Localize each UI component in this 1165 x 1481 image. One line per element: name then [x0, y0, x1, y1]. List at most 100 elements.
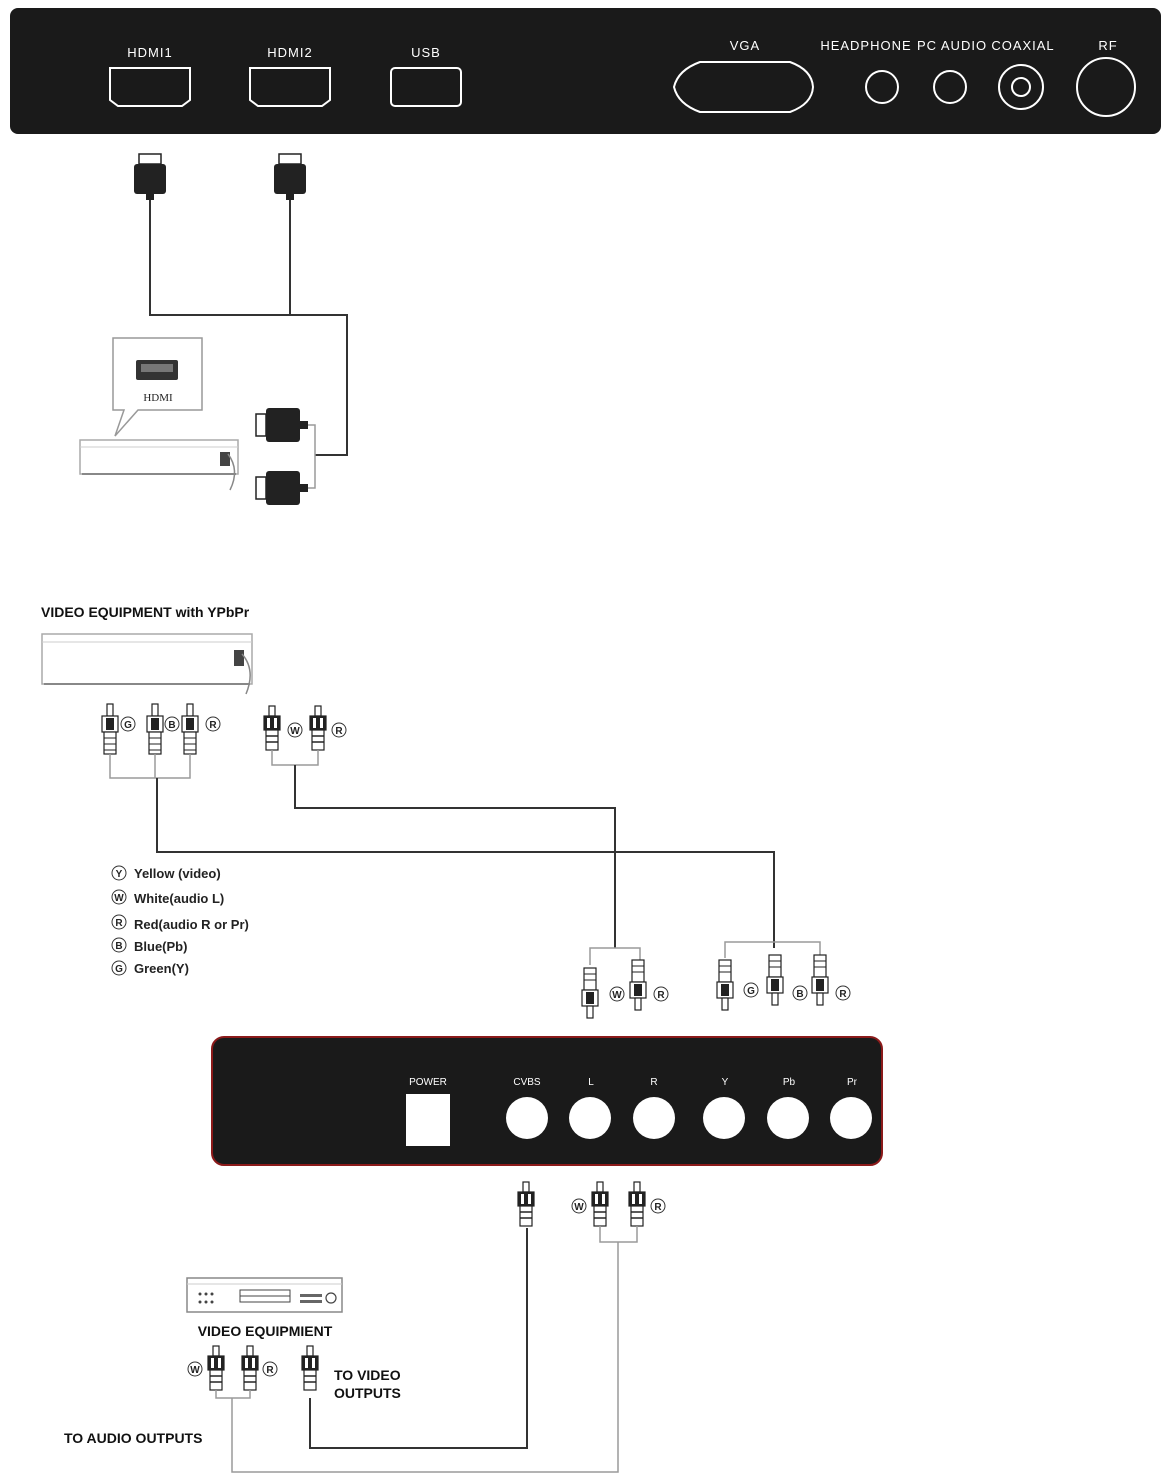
jack-label-r: R	[650, 1077, 657, 1088]
connector-letter-w-3: W	[571, 1198, 587, 1214]
port-label-coaxial: COAXIAL	[991, 38, 1054, 53]
svg-text:B: B	[115, 941, 122, 952]
port-label-headphone: HEADPHONE	[820, 38, 911, 53]
svg-text:G: G	[124, 720, 132, 731]
device-audio-split	[215, 1390, 251, 1399]
connector-letter-r-2: R	[331, 722, 347, 738]
hdmi-callout: HDMI	[112, 337, 203, 437]
svg-text:Blue(Pb): Blue(Pb)	[134, 939, 187, 954]
svg-text:R: R	[335, 726, 343, 737]
component-cable-bundle-top	[109, 754, 191, 779]
usb-port[interactable]	[390, 67, 462, 107]
hdmi2-port[interactable]	[249, 67, 331, 107]
svg-text:Red(audio R or Pr): Red(audio R or Pr)	[134, 917, 249, 932]
svg-text:R: R	[115, 918, 123, 929]
legend-item-red: R Red(audio R or Pr)	[111, 914, 249, 932]
jack-label-l: L	[588, 1077, 594, 1088]
jack-label-cvbs: CVBS	[513, 1077, 541, 1088]
port-label-rf: RF	[1098, 38, 1117, 53]
rf-jack[interactable]	[1076, 57, 1136, 117]
top-panel-body	[10, 8, 1161, 134]
panel-audio-plug-w	[581, 967, 599, 1019]
legend-item-blue: B Blue(Pb)	[111, 937, 187, 954]
coaxial-jack-inner	[1011, 77, 1031, 97]
panel-audio-plug-r	[629, 959, 647, 1011]
connector-letter-w-2: W	[609, 986, 625, 1002]
connector-letter-r-6: R	[262, 1361, 278, 1377]
svg-text:W: W	[290, 726, 300, 737]
ypbpr-section: VIDEO EQUIPMENT with YPbPr G B R W R	[41, 604, 851, 1019]
jack-label-pr: Pr	[847, 1077, 858, 1088]
port-label-hdmi2: HDMI2	[267, 45, 312, 60]
hdmi-cable-split	[300, 424, 316, 489]
ypbpr-device-plug-b	[146, 703, 164, 755]
panel-component-plug-b	[766, 954, 784, 1006]
power-label: POWER	[409, 1077, 447, 1088]
svg-text:W: W	[574, 1202, 584, 1213]
device-audio-plug-r	[241, 1345, 259, 1391]
vga-port[interactable]	[672, 61, 815, 113]
panel-component-plug-g	[716, 959, 734, 1011]
ypbpr-device-audio-plug-w	[263, 705, 281, 751]
headphone-jack[interactable]	[865, 70, 899, 104]
connector-letter-b-1: B	[164, 716, 180, 732]
connector-letter-w-1: W	[287, 722, 303, 738]
svg-text:W: W	[190, 1365, 200, 1376]
top-panel: HDMI1 HDMI2 USB VGA HEADPHONE PC AUDIO C…	[10, 8, 1161, 134]
port-label-vga: VGA	[730, 38, 760, 53]
svg-text:R: R	[654, 1202, 662, 1213]
pb-jack[interactable]	[767, 1097, 809, 1139]
svg-text:W: W	[612, 990, 622, 1001]
svg-text:R: R	[209, 720, 217, 731]
component-cable-split	[724, 941, 821, 958]
hdmi1-port[interactable]	[109, 67, 191, 107]
legend-item-yellow: Y Yellow (video)	[111, 865, 221, 881]
cvbs-jack[interactable]	[506, 1097, 548, 1139]
color-legend: Y Yellow (video) W White(audio L) R Red(…	[111, 865, 249, 976]
connector-letter-w-4: W	[187, 1361, 203, 1377]
connector-letter-g-1: G	[120, 716, 136, 732]
ypbpr-device	[41, 633, 253, 695]
connector-letter-r-3: R	[653, 986, 669, 1002]
lower-audio-split	[599, 1226, 638, 1243]
y-jack[interactable]	[703, 1097, 745, 1139]
audio-r-jack[interactable]	[633, 1097, 675, 1139]
panel-l-plug	[591, 1181, 609, 1227]
jack-label-pb: Pb	[783, 1077, 796, 1088]
hdmi-device-plug-2	[255, 470, 309, 506]
pc-audio-jack[interactable]	[933, 70, 967, 104]
hdmi-source-device	[79, 439, 239, 491]
svg-text:Yellow (video): Yellow (video)	[134, 866, 221, 881]
to-audio-outputs-label: TO AUDIO OUTPUTS	[64, 1430, 202, 1446]
port-label-pcaudio: PC AUDIO	[917, 38, 987, 53]
pr-jack[interactable]	[830, 1097, 872, 1139]
svg-text:White(audio L): White(audio L)	[134, 891, 224, 906]
svg-text:Y: Y	[116, 869, 123, 880]
ypbpr-device-audio-plug-r	[309, 705, 327, 751]
audio-cable-split	[589, 947, 641, 965]
lower-video-cable	[309, 1228, 528, 1449]
video-equipment-title: VIDEO EQUIPMIENT	[198, 1323, 333, 1339]
video-equipment-section: W R VIDEO EQUIPMIENT W R TO VIDEO OUTPUT…	[64, 1181, 666, 1473]
device-audio-plug-w	[207, 1345, 225, 1391]
legend-item-green: G Green(Y)	[111, 960, 189, 976]
audio-l-jack[interactable]	[569, 1097, 611, 1139]
hdmi1-cable	[149, 200, 348, 456]
svg-text:W: W	[114, 893, 124, 904]
power-switch[interactable]	[406, 1094, 450, 1146]
to-video-outputs-line1: TO VIDEO	[334, 1367, 401, 1383]
jack-label-y: Y	[722, 1077, 729, 1088]
svg-text:R: R	[657, 990, 665, 1001]
component-cable	[156, 778, 775, 948]
audio-cable	[294, 765, 616, 948]
panel-component-plug-r	[811, 954, 829, 1006]
connector-letter-r-4: R	[835, 985, 851, 1001]
coaxial-jack[interactable]	[998, 64, 1044, 110]
hdmi-connection: HDMI	[79, 153, 348, 506]
connector-letter-b-2: B	[792, 985, 808, 1001]
svg-text:G: G	[115, 964, 123, 975]
device-video-plug	[301, 1345, 319, 1391]
lower-audio-cable	[231, 1242, 619, 1473]
bottom-panel: POWER CVBS L R Y Pb Pr	[211, 1036, 883, 1166]
